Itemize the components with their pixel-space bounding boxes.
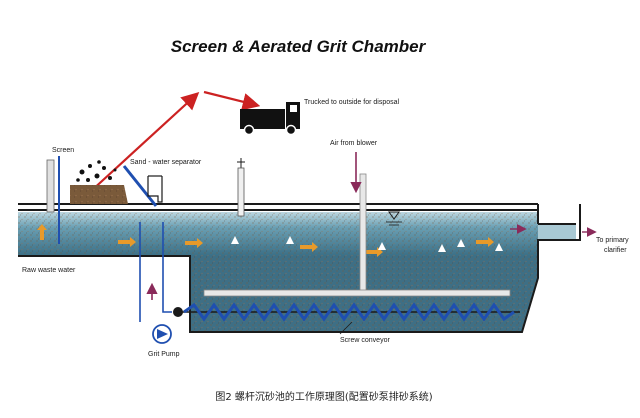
flow-arrow-icon [118,237,136,247]
screw-conveyor [173,302,520,335]
disposal-path [89,90,261,193]
flow-arrow-icon [300,242,318,252]
pump-label: Grit Pump [148,351,180,358]
flow-arrow-icon [37,224,47,240]
water-level-icon [386,211,402,226]
conveyor-label: Screw conveyor [340,337,390,344]
grit-pump-icon [152,324,172,344]
gauge-post [237,158,245,217]
flow-arrow-icon [476,237,494,247]
grit-piping [139,222,172,322]
outlet-channel [538,224,576,240]
air-diffuser-header [203,289,511,297]
air-bubbles [231,236,503,252]
red-arrow-right [203,90,261,111]
clarifier-label-1: To primary [596,237,629,244]
figure-caption: 图2 螺杆沉砂池的工作原理图(配置砂泵排砂系统) [215,390,432,403]
flow-arrow-icon [185,238,203,248]
raw-water-label: Raw waste water [22,267,76,274]
trucked-label: Trucked to outside for disposal [304,99,400,106]
separator-label: Sand - water separator [130,159,202,166]
screen-assembly [46,156,128,244]
truck-icon [240,102,300,136]
diagram-title: Screen & Aerated Grit Chamber [171,37,427,56]
tank-walls [18,203,581,333]
air-label: Air from blower [330,140,378,147]
flow-arrows [37,224,494,257]
clarifier-label-2: clarifier [604,247,627,254]
sand-water-separator [122,165,163,207]
screen-label: Screen [52,147,74,154]
red-arrow-up [89,92,200,193]
air-pipe [203,152,511,297]
